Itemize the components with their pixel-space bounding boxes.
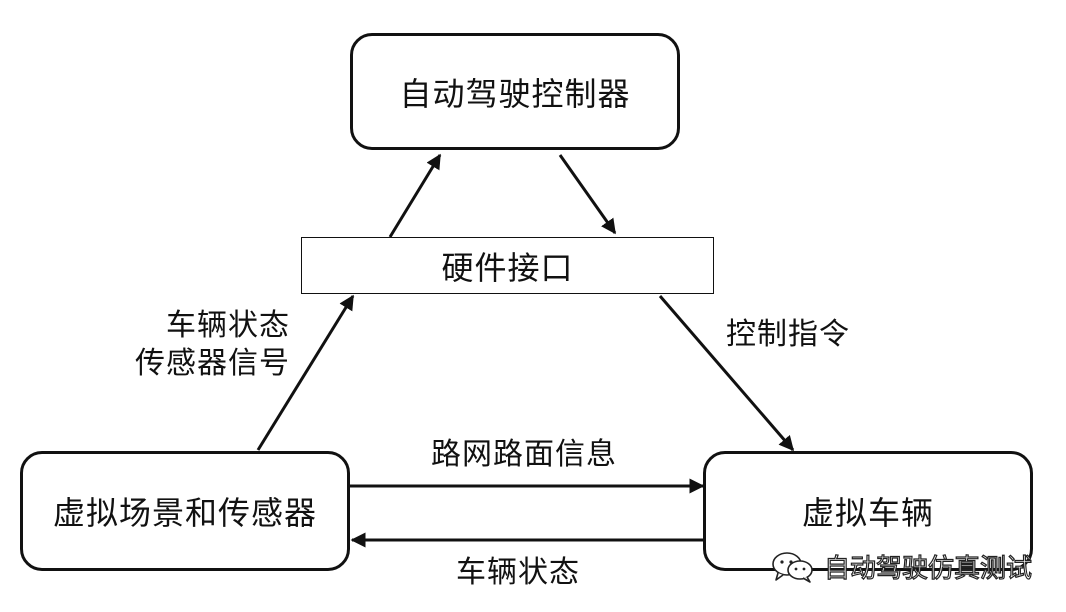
node-controller-label: 自动驾驶控制器 xyxy=(399,74,631,113)
edge-label-sensor-signal-line: 传感器信号 xyxy=(135,346,290,381)
edge-label-vehicle-state-line: 车辆状态 xyxy=(166,308,290,343)
wechat-icon xyxy=(772,551,813,583)
arrow-interface-to-vehicle xyxy=(658,295,795,452)
node-vehicle-label: 虚拟车辆 xyxy=(801,494,934,532)
edge-label-vehicle-state-return: 车辆状态 xyxy=(456,555,580,590)
node-controller: 自动驾驶控制器 xyxy=(350,33,680,150)
edge-label-road-network-info: 路网路面信息 xyxy=(431,437,617,472)
watermark-text: 自动驾驶仿真测试 xyxy=(823,553,1033,584)
node-hardware-interface: 硬件接口 xyxy=(301,237,714,294)
edge-label-scene-to-interface: 车辆状态 传感器信号 xyxy=(135,307,290,383)
arrow-scene-to-interface xyxy=(256,294,355,451)
node-scene-sensors-label: 虚拟场景和传感器 xyxy=(52,494,317,532)
node-scene-sensors: 虚拟场景和传感器 xyxy=(20,451,350,571)
arrow-controller-to-interface xyxy=(558,154,617,235)
node-vehicle: 虚拟车辆 xyxy=(703,451,1033,571)
watermark: 自动驾驶仿真测试 xyxy=(770,548,1033,585)
edge-label-control-command: 控制指令 xyxy=(726,317,850,352)
node-hardware-interface-label: 硬件接口 xyxy=(441,248,574,287)
arrow-interface-to-controller xyxy=(388,153,442,238)
